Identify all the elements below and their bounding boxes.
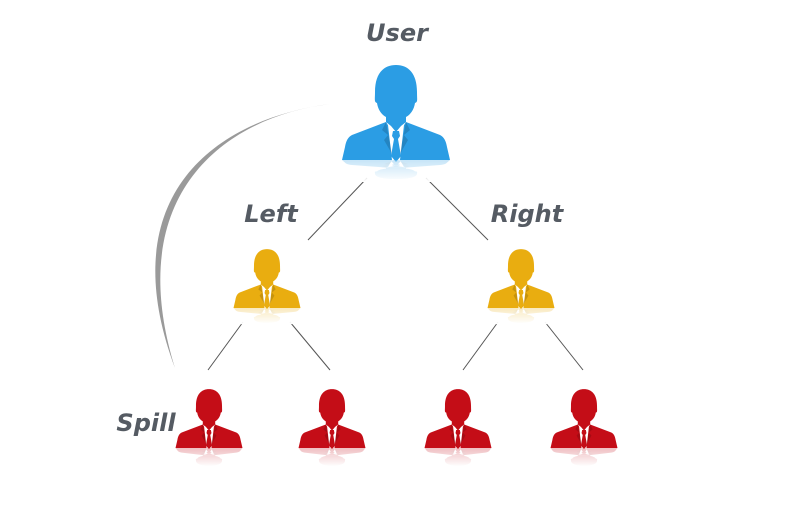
connector-user-left — [307, 177, 368, 241]
person-icon — [175, 389, 243, 450]
label-user: User — [366, 19, 430, 47]
person-icon — [298, 389, 366, 450]
node-left-left — [171, 389, 247, 467]
person-icon — [233, 249, 301, 310]
label-left: Left — [244, 200, 299, 228]
person-icon — [424, 389, 492, 450]
node-user — [336, 65, 456, 182]
label-spill: Spill — [116, 409, 176, 437]
node-right — [483, 249, 559, 325]
spillover-arc — [155, 104, 330, 368]
connector-left-leftright — [289, 321, 331, 371]
person-icon — [342, 65, 450, 162]
person-icon — [487, 249, 555, 310]
connectors — [207, 177, 584, 371]
connector-user-right — [425, 177, 489, 241]
connector-right-rightright — [544, 321, 584, 371]
label-right: Right — [491, 200, 565, 228]
node-right-right — [546, 389, 622, 467]
node-right-left — [420, 389, 496, 467]
node-left — [229, 249, 305, 325]
connector-right-rightleft — [462, 321, 499, 371]
connector-left-leftleft — [207, 321, 244, 371]
person-icon — [550, 389, 618, 450]
node-left-right — [294, 389, 370, 467]
